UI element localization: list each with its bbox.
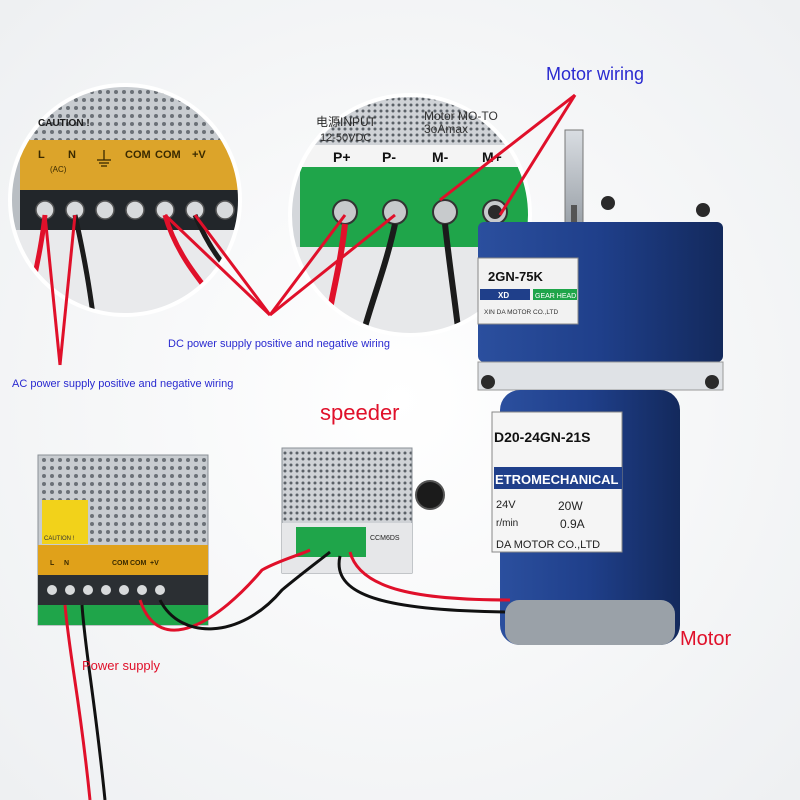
motor-type: ETROMECHANICAL <box>495 472 619 487</box>
speed-knob-icon <box>415 480 445 510</box>
pointer-dc-2 <box>193 214 272 316</box>
psu-terminal-n: N <box>68 149 76 161</box>
motor-black-wire <box>337 555 506 614</box>
motor-red-wire <box>348 551 511 602</box>
motor-current: 0.9A <box>560 517 585 531</box>
controller-closeup-ring <box>288 93 532 337</box>
controller-terminal-m-plus: M+ <box>482 149 502 165</box>
gearhead-brand: XD <box>498 291 509 300</box>
controller-terminal-p-minus: P- <box>382 149 396 165</box>
dc-red-wire <box>138 548 311 632</box>
pointer-motor-wiring-2 <box>498 94 577 216</box>
ac-black-wire <box>80 604 107 800</box>
gearhead-model: 2GN-75K <box>488 269 544 284</box>
motor-endcap <box>505 600 675 645</box>
psu-small-terminal-com1: COM <box>112 560 129 567</box>
psu-small-terminal-v: +V <box>150 560 159 567</box>
dc-black-wire <box>158 550 331 631</box>
motor-speed: r/min <box>496 518 518 529</box>
controller-input-label: 电源INPUT <box>316 115 377 129</box>
psu-terminal-v: +V <box>192 149 206 161</box>
ground-icon <box>97 150 111 167</box>
motor-maker: DA MOTOR CO.,LTD <box>496 539 600 551</box>
gearhead-tag: GEAR HEAD <box>535 293 576 300</box>
psu-small-terminal-l: L <box>50 560 55 567</box>
psu-terminal-l: L <box>38 149 45 161</box>
motor-flange <box>477 361 724 391</box>
controller-voltage-range: 12-50VDC <box>320 132 371 144</box>
ac-red-wire <box>63 604 92 800</box>
psu-warning-label <box>42 500 88 544</box>
callout-power-supply: Power supply <box>82 658 161 673</box>
callout-ac-wiring: AC power supply positive and negative wi… <box>12 378 234 390</box>
callout-speeder: speeder <box>320 400 400 425</box>
motor-model: D20-24GN-21S <box>494 429 591 445</box>
callout-motor-wiring: Motor wiring <box>546 64 645 84</box>
psu-small-terminal-com2: COM <box>130 560 147 567</box>
gearhead-body <box>478 222 723 362</box>
callout-dc-wiring: DC power supply positive and negative wi… <box>168 338 390 350</box>
controller-terminal-m-minus: M- <box>432 149 449 165</box>
pointer-dc-1 <box>163 213 272 317</box>
psu-closeup-ring <box>8 83 242 317</box>
psu-terminal-screws <box>35 200 235 220</box>
psu-small-screws <box>47 585 165 595</box>
controller-terminal-labels: P+ P- M- M+ <box>333 149 502 165</box>
motor-voltage: 24V <box>496 499 516 511</box>
psu-small-terminal-n: N <box>64 560 69 567</box>
gear-motor: 2GN-75K XD GEAR HEAD XIN DA MOTOR CO.,LT… <box>477 129 724 645</box>
motor-power: 20W <box>558 499 583 513</box>
psu-ac-mark: (AC) <box>50 165 67 174</box>
psu-terminal-com1: COM <box>125 149 151 161</box>
callout-motor: Motor <box>680 628 732 650</box>
pointer-motor-wiring-1 <box>439 93 576 202</box>
power-supply-unit: CAUTION ! L N COM COM +V <box>37 454 209 626</box>
wires <box>63 548 511 800</box>
pointer-ac-1 <box>43 214 62 366</box>
callout-pointers <box>43 93 577 366</box>
pointer-dc-4 <box>269 213 396 317</box>
psu-terminal-labels: L N COM COM +V (AC) <box>38 149 206 174</box>
psu-caution-text: CAUTION ! <box>38 118 90 129</box>
psu-terminal-com2: COM <box>155 149 181 161</box>
psu-small-caution: CAUTION ! <box>44 536 75 542</box>
controller-terminal-p-plus: P+ <box>333 149 351 165</box>
gearhead-maker: XIN DA MOTOR CO.,LTD <box>484 309 558 316</box>
pointer-ac-2 <box>58 214 77 366</box>
speed-controller-model: CCM6DS <box>370 535 400 542</box>
controller-model-note: Motor MO-TO 3oAmax <box>424 109 498 136</box>
pointer-dc-3 <box>268 214 347 316</box>
